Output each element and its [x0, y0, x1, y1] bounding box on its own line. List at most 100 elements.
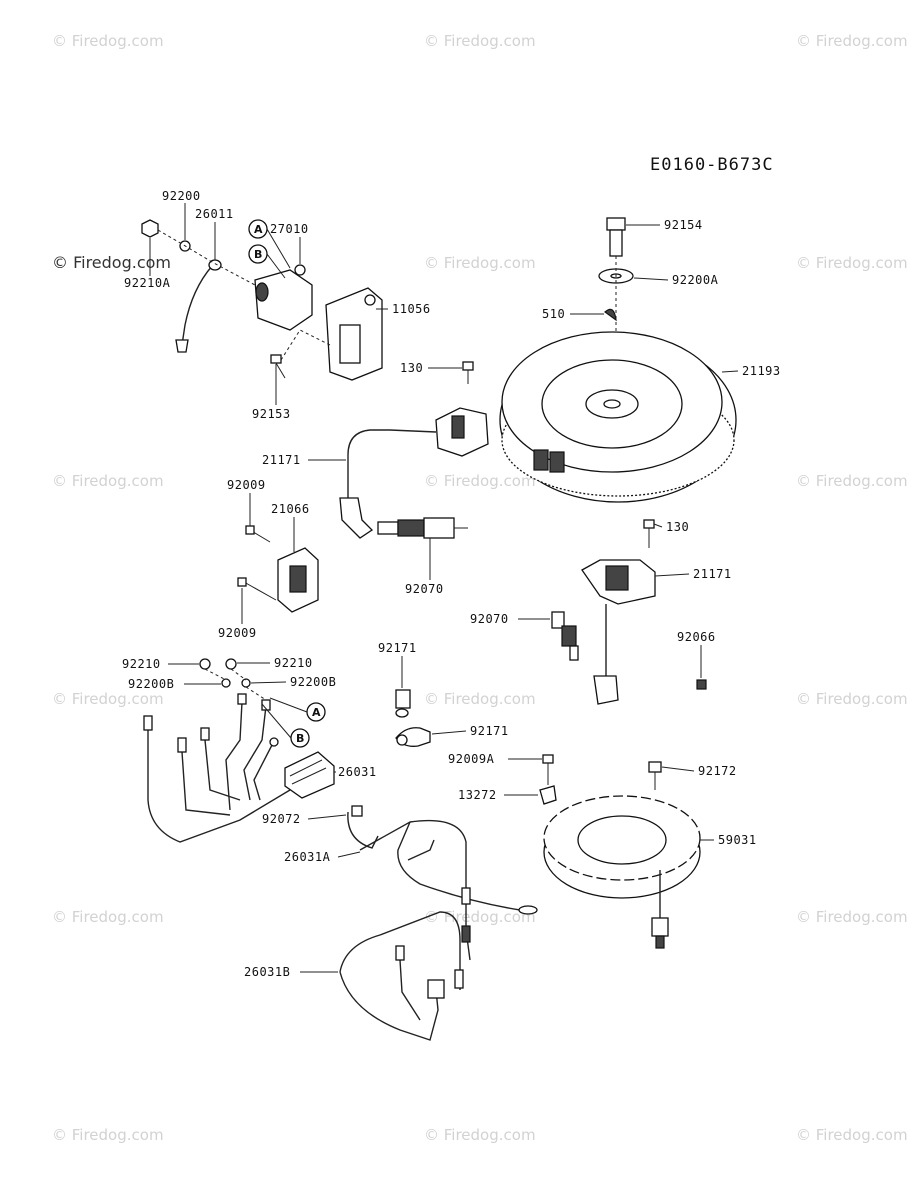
spark-plug-right-insulator	[561, 625, 577, 647]
harness-terminal	[143, 715, 153, 731]
watermark: © Firedog.com	[796, 1126, 908, 1144]
clamp-13272	[539, 785, 557, 805]
harness-terminal	[200, 727, 210, 741]
harness-26031a-terminal	[461, 887, 471, 905]
washer-92200b-right	[241, 678, 251, 688]
harness-26031a-wire	[407, 839, 435, 861]
coil-core	[451, 415, 465, 439]
label-92210-right: 92210	[274, 656, 313, 670]
flywheel-bore	[603, 399, 621, 409]
diagram-code: E0160-B673C	[650, 155, 774, 175]
watermark: © Firedog.com	[424, 472, 536, 490]
callout-leader	[261, 697, 308, 739]
label-92072: 92072	[262, 812, 301, 826]
ignition-coil-right	[551, 519, 656, 705]
bracket-slot	[339, 324, 361, 364]
label-92200a: 92200A	[672, 273, 719, 287]
bolt-130-head	[462, 361, 474, 371]
harness-26031b-connector	[427, 979, 445, 999]
watermark: © Firedog.com	[796, 254, 908, 272]
label-130-top: 130	[400, 361, 423, 375]
harness-26031a	[347, 805, 538, 961]
label-92171-bottom: 92171	[470, 724, 509, 738]
harness-terminal	[237, 693, 247, 705]
harness-26031a-terminal	[461, 925, 471, 943]
label-130-right: 130	[666, 520, 689, 534]
label-92210-left: 92210	[122, 657, 161, 671]
coil-right-core	[605, 565, 629, 591]
part-labels: 92200 26011 27010 92210A 11056 92153 921…	[122, 189, 780, 979]
watermark: © Firedog.com	[424, 908, 536, 926]
connector-92171-top	[395, 689, 411, 709]
watermark: © Firedog.com	[424, 254, 536, 272]
bolt-92153-shank	[275, 362, 286, 379]
clamp-92072	[347, 811, 379, 849]
watermark: © Firedog.com	[424, 1126, 536, 1144]
label-92070-left: 92070	[405, 582, 444, 596]
watermark: © Firedog.com	[52, 690, 164, 708]
harness-26031b-wire	[339, 971, 439, 1041]
label-92171-top: 92171	[378, 641, 417, 655]
harness-26031a-ring	[518, 905, 538, 915]
harness-26031a-wire	[397, 821, 521, 911]
label-92172: 92172	[698, 764, 737, 778]
watermark: © Firedog.com	[796, 32, 908, 50]
nut-92210-left	[199, 658, 211, 670]
label-92009a: 92009A	[448, 752, 495, 766]
harness-26031b-wire	[339, 911, 461, 990]
label-26011: 26011	[195, 207, 234, 221]
clamp-92072-head	[351, 805, 363, 817]
nut-92210a	[141, 219, 159, 238]
bolt-92154-shank	[609, 229, 623, 257]
leader	[633, 277, 669, 281]
spark-plug-insulator	[397, 519, 425, 537]
bracket-hole	[364, 294, 376, 306]
harness-26031a-wire	[359, 819, 471, 961]
label-92200: 92200	[162, 189, 201, 203]
ht-lead-link	[389, 429, 437, 433]
assembly-line	[204, 668, 267, 701]
bolt-92153-head	[270, 354, 282, 364]
leader	[653, 523, 663, 528]
regulator-assembly	[237, 525, 319, 613]
assembly-line	[157, 229, 256, 286]
leader	[337, 851, 361, 858]
cable-26011	[181, 265, 213, 346]
watermarks: © Firedog.com © Firedog.com © Firedog.co…	[52, 32, 908, 1144]
stator-inner	[577, 815, 667, 865]
flywheel-magnet	[549, 451, 565, 473]
harness-wire	[243, 705, 267, 801]
solenoid-terminal	[255, 282, 269, 302]
harness-wire	[147, 730, 291, 843]
watermark: © Firedog.com	[424, 32, 536, 50]
label-26031: 26031	[338, 765, 377, 779]
ignition-coil-left	[339, 361, 489, 539]
leader	[721, 370, 739, 373]
label-59031: 59031	[718, 833, 757, 847]
flywheel-magnet	[533, 449, 549, 471]
bolt-92009-bottom-head	[237, 577, 247, 587]
callout-b-top-letter: B	[254, 248, 262, 261]
stator-connector-plug	[655, 935, 665, 949]
connector-92171-bottom-ring	[396, 734, 408, 746]
leader	[250, 681, 287, 684]
leader	[661, 766, 695, 772]
connector-pins	[289, 759, 327, 785]
key-510	[604, 308, 617, 322]
callouts: A B A B	[248, 219, 326, 748]
ht-lead	[347, 429, 390, 500]
label-11056: 11056	[392, 302, 431, 316]
spark-plug-right-terminal	[569, 645, 579, 661]
label-21171-left: 21171	[262, 453, 301, 467]
watermark: © Firedog.com	[52, 1126, 164, 1144]
watermark: © Firedog.com	[796, 472, 908, 490]
label-26031a: 26031A	[284, 850, 331, 864]
label-92009-bottom: 92009	[218, 626, 257, 640]
callout-b-bottom-letter: B	[296, 732, 304, 745]
callout-leader	[266, 228, 291, 279]
solenoid-assembly	[141, 219, 383, 381]
bolt-130-right-head	[643, 519, 655, 529]
harness-26031b-terminal	[395, 945, 405, 961]
label-27010: 27010	[270, 222, 309, 236]
bolt-92009-bottom	[243, 581, 277, 601]
